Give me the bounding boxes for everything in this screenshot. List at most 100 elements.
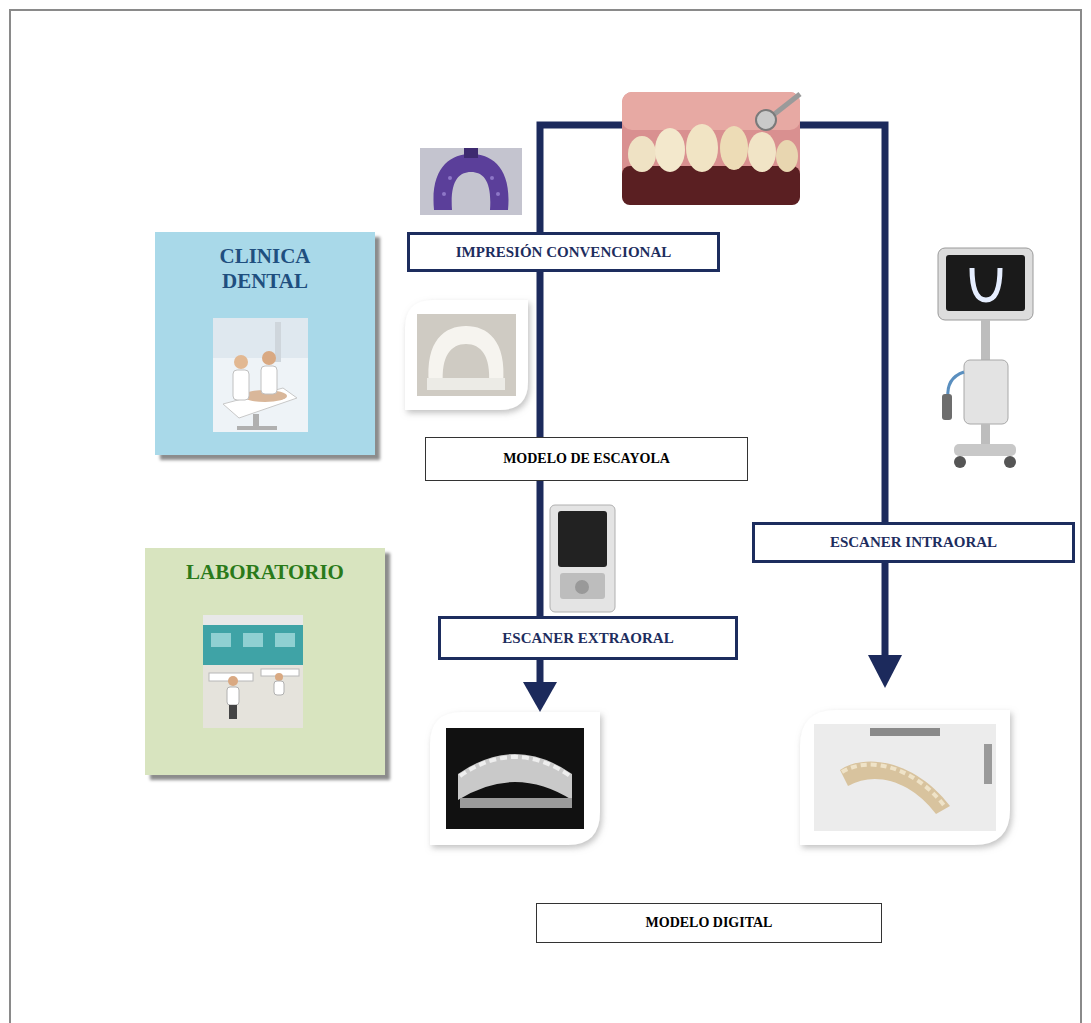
teeth-photo-part [720,126,748,170]
intraoral-scanner-part [981,424,990,446]
flow-line-part [540,125,624,232]
arrow-head [523,655,902,712]
intraoral-scanner-part [964,360,1008,424]
intraoral-scanner-part [954,456,966,468]
process-box: ESCANER EXTRAORAL [438,616,738,660]
plaster-model-part [417,314,516,396]
teeth-photo-part [776,140,798,172]
digital-model-image-part [458,754,572,800]
lab-photo-part [203,615,303,728]
node-label: LABORATORIO [145,560,385,585]
lab-photo-part [203,625,303,665]
extraoral-scanner [550,505,615,612]
lab-photo-part [203,615,303,625]
teeth-photo-part [686,124,718,172]
process-box: ESCANER INTRAORAL [752,522,1075,563]
digital-model-screen-part [984,744,992,784]
impression-tray-part [490,176,494,180]
clinic-photo-part [237,426,277,430]
flow-line-part [537,660,544,684]
clinic-photo-part [234,355,248,369]
digital-model-screen-part [842,765,946,808]
flow-line-part [882,563,889,660]
node-label: ESCANER INTRAORAL [830,534,997,551]
intraoral-scanner-part [981,320,990,364]
node-label: CLINICA DENTAL [200,244,330,294]
impression-tray-part [433,154,508,210]
teeth-photo [622,92,800,205]
impression-tray-part [448,176,452,180]
extraoral-scanner-part [550,505,615,612]
lab-photo [203,615,303,728]
intraoral-scanner-part [972,268,1000,300]
digital-model-image-part [446,728,584,829]
intraoral-scanner-part [942,394,952,420]
plaster-model-part [405,300,528,410]
node-label: IMPRESIÓN CONVENCIONAL [456,244,671,261]
extraoral-scanner-part [575,580,589,594]
lab-photo-part [275,673,283,681]
page-frame [10,10,1081,1023]
impression-tray-part [496,192,500,196]
lab-photo-part [243,633,263,647]
lab-photo-part [203,665,303,728]
flow-connector [537,481,544,616]
arrow-head-part [868,655,902,688]
arrow-head-part [523,682,557,712]
clinic-photo-part [261,366,277,394]
node-label: MODELO DE ESCAYOLA [503,451,670,467]
digital-model-image-part [430,712,600,845]
teeth-photo-part [655,128,685,172]
clinic-photo-part [262,351,276,365]
teeth-photo-part [622,166,800,205]
impression-tray-part [442,192,446,196]
node-label: MODELO DIGITAL [646,915,773,931]
impression-tray [420,148,522,215]
lab-photo-part [211,633,231,647]
intraoral-scanner [938,248,1033,468]
clinic-photo-part [233,370,249,400]
clinic-photo-part [253,414,259,428]
flow-line [540,125,885,684]
lab-photo-part [275,633,295,647]
digital-model-screen-part [840,761,950,814]
panel-box: LABORATORIO [145,548,385,775]
plaster-model-part [427,378,505,390]
digital-model-image [430,712,600,845]
lab-photo-part [227,687,239,705]
clinic-photo [213,318,308,432]
digital-model-screen-part [800,710,1010,845]
digital-model-screen-part [814,724,996,831]
teeth-photo-part [772,94,800,116]
impression-tray-part [464,148,478,158]
teeth-photo-part [622,92,800,130]
digital-model-screen-part [870,728,940,736]
intraoral-scanner-part [948,372,964,398]
teeth-photo-part [628,136,656,172]
node-label: ESCANER EXTRAORAL [502,630,673,647]
extraoral-scanner-part [558,511,607,567]
digital-model-image-part [460,798,572,808]
clinic-photo-part [213,318,308,432]
extraoral-scanner-part [560,573,605,599]
flow-line-part [798,125,885,522]
digital-model-image-part [460,757,570,776]
flow-connector [537,272,544,437]
intraoral-scanner-part [946,255,1025,311]
lab-photo-part [228,676,238,686]
intraoral-scanner-part [938,248,1033,320]
clinic-photo-part [275,322,281,362]
intraoral-scanner-part [1004,456,1016,468]
teeth-photo-part [756,110,776,130]
lab-photo-part [274,681,284,695]
impression-tray-part [420,148,522,215]
plaster-model-part [428,326,503,384]
teeth-photo-part [622,92,800,205]
intraoral-scanner-part [954,444,1016,456]
plaster-model [405,300,528,410]
process-box: IMPRESIÓN CONVENCIONAL [407,232,720,272]
panel-box: CLINICA DENTAL [155,232,375,455]
clinic-photo-part [213,318,308,358]
teeth-photo-part [748,132,776,172]
